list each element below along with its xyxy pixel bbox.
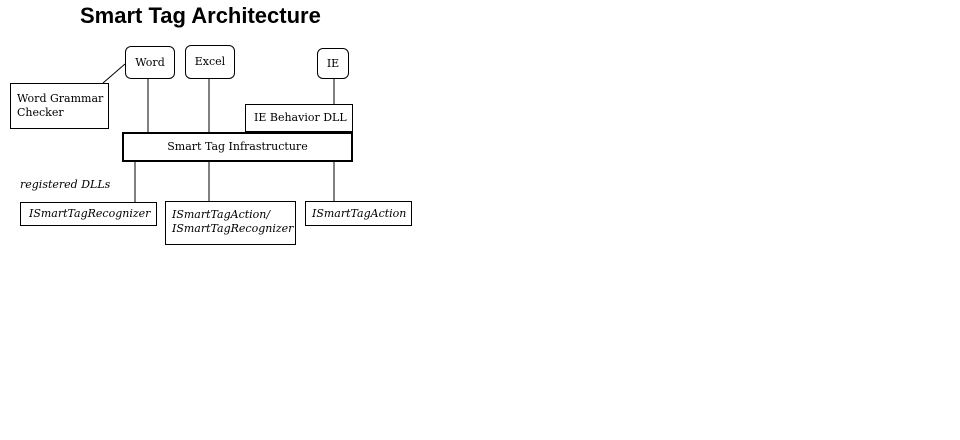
recognizer-dll-box: ISmartTagRecognizer bbox=[20, 202, 157, 226]
ie-behavior-dll-label: IE Behavior DLL bbox=[254, 111, 347, 124]
action-dll-box: ISmartTagAction bbox=[305, 201, 412, 226]
action-recognizer-dll-box: ISmartTagAction/ ISmartTagRecognizer bbox=[165, 201, 296, 245]
registered-dlls-label: registered DLLs bbox=[20, 178, 111, 191]
smart-tag-infrastructure-label: Smart Tag Infrastructure bbox=[167, 140, 308, 153]
excel-app-box: Excel bbox=[185, 45, 235, 79]
ie-app-box: IE bbox=[317, 48, 349, 79]
ie-app-label: IE bbox=[326, 56, 340, 70]
diagram-title: Smart Tag Architecture bbox=[80, 3, 321, 28]
word-grammar-checker-box: Word Grammar Checker bbox=[10, 83, 109, 129]
word-app-box: Word bbox=[125, 46, 175, 79]
connector-word-to-grammar bbox=[102, 63, 126, 84]
action-recognizer-dll-line2: ISmartTagRecognizer bbox=[172, 222, 294, 235]
smart-tag-infrastructure-box: Smart Tag Infrastructure bbox=[122, 132, 353, 162]
action-dll-label: ISmartTagAction bbox=[312, 206, 407, 220]
ie-behavior-dll-box: IE Behavior DLL bbox=[245, 104, 353, 132]
word-app-label: Word bbox=[135, 55, 165, 69]
word-grammar-checker-line1: Word Grammar bbox=[17, 92, 104, 105]
action-recognizer-dll-line1: ISmartTagAction/ bbox=[172, 208, 271, 221]
recognizer-dll-label: ISmartTagRecognizer bbox=[29, 207, 151, 220]
word-grammar-checker-line2: Checker bbox=[17, 106, 64, 119]
excel-app-label: Excel bbox=[194, 55, 226, 68]
